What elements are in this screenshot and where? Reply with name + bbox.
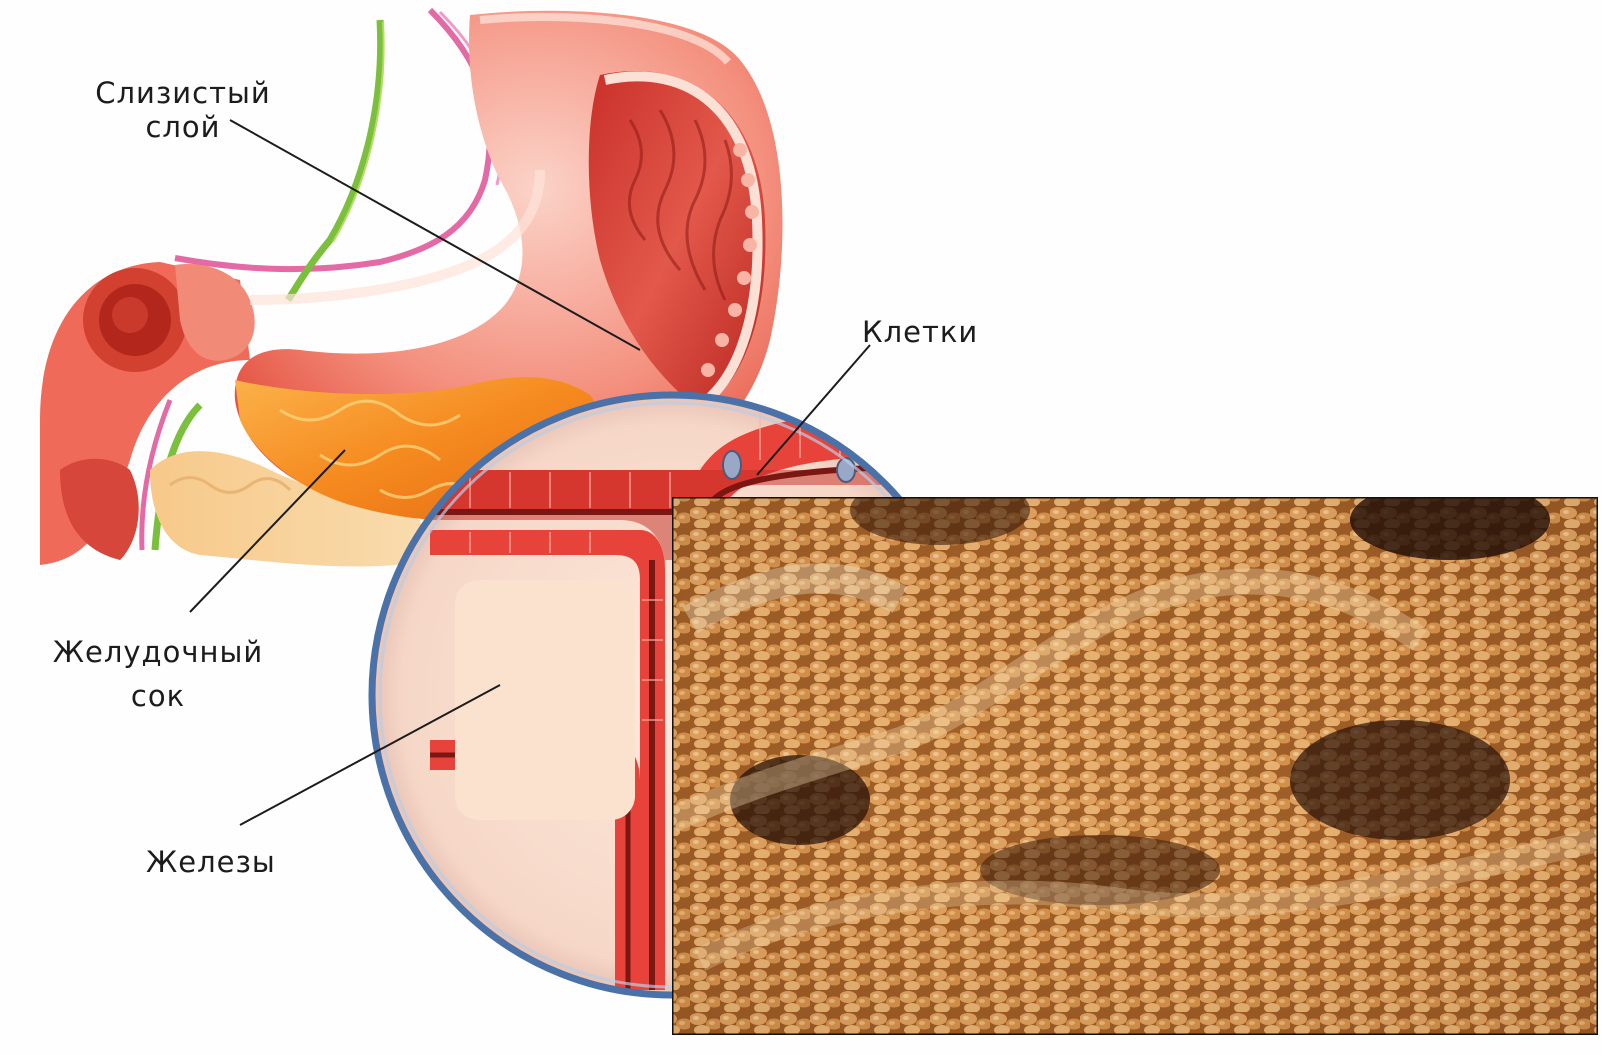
- label-glands: Железы: [146, 845, 276, 879]
- label-mucosal-layer-line2: слой: [88, 110, 278, 144]
- label-mucosal-layer: Слизистый слой: [88, 76, 278, 144]
- micrograph-photo: [672, 475, 1598, 1035]
- label-gastric-juice-line2: сок: [48, 674, 268, 718]
- label-cells: Клетки: [862, 315, 978, 349]
- label-gastric-juice-line1: Желудочный: [48, 630, 268, 674]
- label-mucosal-layer-line1: Слизистый: [88, 76, 278, 110]
- label-gastric-juice: Желудочный сок: [48, 630, 268, 718]
